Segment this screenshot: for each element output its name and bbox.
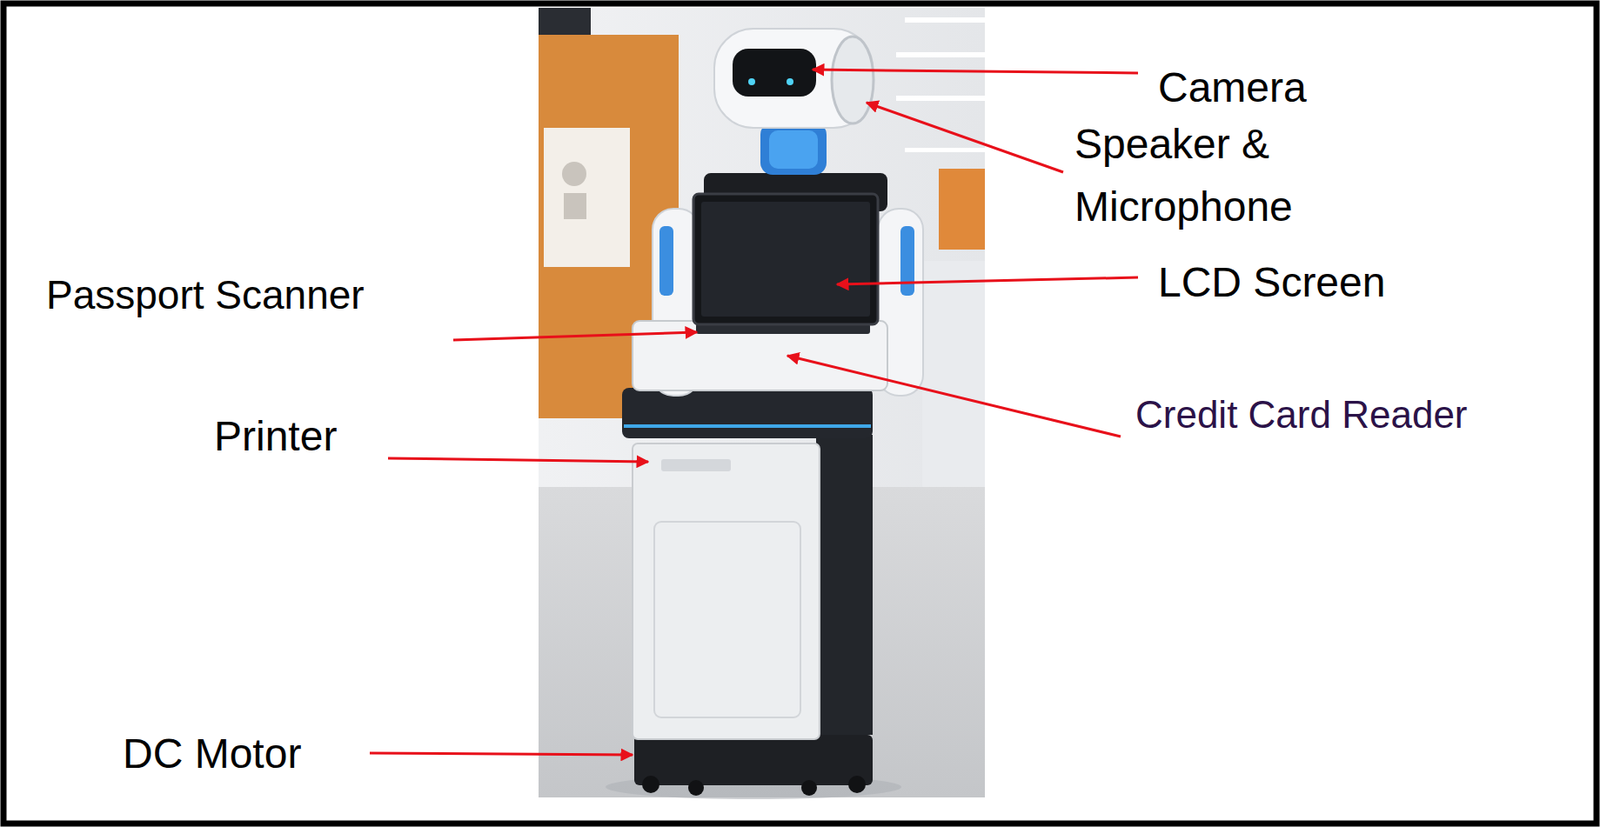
ceiling-light: [904, 147, 985, 153]
neck-light: [769, 130, 818, 169]
ceiling-light: [904, 17, 985, 23]
leader-line: [836, 277, 1139, 285]
neck: [760, 122, 827, 175]
robot-band: [622, 388, 873, 439]
arm-accent: [659, 226, 674, 296]
part-label: LCD Screen: [1158, 257, 1386, 308]
leader-line: [369, 753, 633, 756]
wheel: [642, 776, 660, 794]
photo-background: [538, 7, 985, 800]
ceiling-light: [896, 52, 985, 58]
head: [714, 28, 873, 128]
wheel: [848, 776, 866, 794]
wheel: [688, 780, 704, 797]
lcd-screen: [693, 194, 878, 325]
orange-sign: [938, 168, 985, 250]
visor: [732, 48, 817, 97]
robot: [622, 28, 924, 797]
sign-icon: [562, 161, 587, 187]
ear-speaker: [831, 36, 874, 124]
leader-line: [787, 355, 1121, 437]
cabinet-door: [654, 522, 801, 718]
part-label: Credit Card Reader: [1135, 392, 1468, 439]
wall-sign: [543, 127, 630, 268]
light-strip: [623, 424, 871, 429]
eye: [748, 78, 756, 86]
leader-line: [866, 102, 1064, 173]
leader-line: [453, 332, 697, 341]
part-label: Camera: [1158, 62, 1307, 114]
cabinet: [632, 443, 820, 740]
eye: [786, 78, 794, 86]
leader-line: [388, 458, 649, 462]
wall: [538, 7, 985, 798]
leader-lines: [369, 69, 1139, 756]
ceiling-light: [896, 95, 985, 101]
screen-glass: [701, 201, 871, 317]
corridor: [922, 261, 985, 488]
leader-line: [812, 69, 1139, 74]
robot-base: [634, 735, 873, 786]
arm-accent: [900, 226, 915, 296]
part-label: Printer: [214, 411, 337, 462]
sign-icon: [563, 193, 587, 220]
printer-slot: [661, 459, 731, 472]
part-label: DC Motor: [122, 729, 302, 780]
scanner-tray: [632, 321, 888, 391]
cabinet-side: [816, 435, 873, 736]
part-label: Passport Scanner: [46, 271, 365, 320]
wheel: [801, 780, 817, 797]
frame-border: [3, 3, 1597, 824]
part-label: Speaker & Microphone: [1074, 113, 1371, 239]
